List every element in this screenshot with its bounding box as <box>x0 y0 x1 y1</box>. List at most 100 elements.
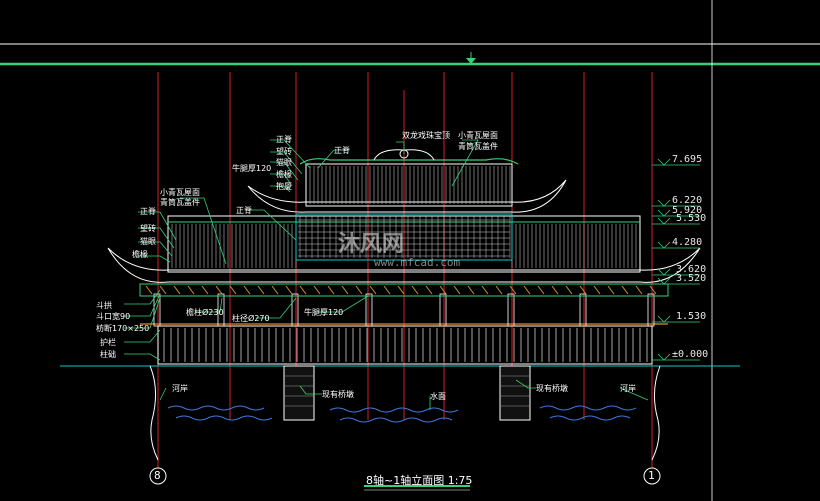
annotation-label: 护栏 <box>100 338 116 347</box>
drawing-stroke <box>187 285 195 295</box>
drawing-stroke <box>607 285 615 295</box>
drawing-stroke <box>663 209 671 217</box>
drawing-stroke <box>579 285 587 295</box>
annotation-label: 猫眼 <box>276 158 292 167</box>
drawing-stroke <box>201 285 209 295</box>
annotation-label: 青筒瓦盖件 <box>458 142 498 151</box>
annotation-label: 小青瓦屋面 <box>160 188 200 197</box>
elevation-marks <box>652 158 700 361</box>
elevation-label: 5.920 <box>672 205 703 216</box>
drawing-stroke <box>657 158 665 166</box>
annotation-label: 柱径Ø270 <box>232 314 270 323</box>
axis-label-right: 1 <box>648 469 655 482</box>
annotation-label: 现有桥墩 <box>536 384 568 393</box>
annotation-label: 河岸 <box>620 384 636 393</box>
drawing-stroke <box>509 285 517 295</box>
drawing-stroke <box>229 285 237 295</box>
drawing-stroke <box>411 285 419 295</box>
railing <box>140 323 668 365</box>
drawing-stroke <box>593 285 601 295</box>
elevation-label: 3.620 <box>676 264 707 275</box>
drawing-stroke <box>663 277 671 285</box>
annotation-label: 枋断170×250 <box>96 324 150 333</box>
drawing-stroke <box>657 268 665 276</box>
annotation-label: 现有桥墩 <box>322 390 354 399</box>
drawing-stroke <box>453 285 461 295</box>
drawing-stroke <box>663 217 671 225</box>
elevation-label: 6.220 <box>672 195 703 206</box>
drawing-stroke <box>537 285 545 295</box>
elevation-label: 4.280 <box>672 237 703 248</box>
drawing-stroke <box>657 241 665 249</box>
annotation-label: 河岸 <box>172 384 188 393</box>
annotation-label: 柱础 <box>100 350 116 359</box>
axis-markers <box>149 467 661 485</box>
drawing-stroke <box>159 285 167 295</box>
drawing-stroke <box>397 285 405 295</box>
drawing-stroke <box>663 241 671 249</box>
elevation-label: 1.530 <box>676 311 707 322</box>
elevation-label: 5.530 <box>676 213 707 224</box>
drawing-stroke <box>523 285 531 295</box>
lower-roof <box>107 215 701 283</box>
drawing-stroke <box>369 285 377 295</box>
annotation-label: 双龙戏珠宝顶 <box>402 131 450 140</box>
annotation-label: 斗口宽90 <box>96 312 131 321</box>
drawing-stroke <box>327 285 335 295</box>
drawing-stroke <box>271 285 279 295</box>
bridge-piers <box>283 365 531 421</box>
drawing-stroke <box>621 285 629 295</box>
drawing-stroke <box>657 217 665 225</box>
drawing-stroke <box>663 199 671 207</box>
drawing-stroke <box>495 285 503 295</box>
drawing-stroke <box>467 285 475 295</box>
middle-eave <box>247 179 567 261</box>
drawing-title: 8轴~1轴立面图 1:75 <box>366 474 473 487</box>
drawing-stroke <box>299 285 307 295</box>
drawing-stroke <box>657 353 665 361</box>
water-waves <box>167 405 637 423</box>
elevation-label: 7.695 <box>672 154 703 165</box>
drawing-stroke <box>355 285 363 295</box>
annotation-label: 望砖 <box>276 147 292 156</box>
annotation-label: 牛腿厚120 <box>304 308 344 317</box>
drawing-stroke <box>215 285 223 295</box>
drawing-stroke <box>285 285 293 295</box>
annotation-label: 檐柱Ø230 <box>186 308 224 317</box>
drawing-stroke <box>341 285 349 295</box>
drawing-stroke <box>657 315 665 323</box>
drawing-stroke <box>663 315 671 323</box>
annotation-label: 望砖 <box>140 224 156 233</box>
annotation-label: 猫眼 <box>140 237 156 246</box>
drawing-stroke <box>439 285 447 295</box>
drawing-stroke <box>145 285 153 295</box>
drawing-stroke <box>481 285 489 295</box>
drawing-stroke <box>551 285 559 295</box>
annotation-label: 水面 <box>430 392 446 401</box>
drawing-stroke <box>635 285 643 295</box>
watermark-url: www.mfcad.com <box>374 256 461 269</box>
drawing-stroke <box>657 209 665 217</box>
annotation-label: 小青瓦屋面 <box>458 131 498 140</box>
elevation-label: ±0.000 <box>672 349 709 360</box>
drawing-stroke <box>565 285 573 295</box>
annotation-label: 抱厦 <box>276 182 292 191</box>
drawing-stroke <box>663 268 671 276</box>
drawing-stroke <box>663 158 671 166</box>
axis-label-left: 8 <box>154 469 161 482</box>
watermark-brand: 沐风网 <box>338 232 405 257</box>
annotation-label: 正脊 <box>276 135 292 144</box>
drawing-stroke <box>663 353 671 361</box>
annotation-label: 正脊 <box>140 207 156 216</box>
annotation-label: 檐椽 <box>276 170 292 179</box>
annotation-label: 檐椽 <box>132 250 148 259</box>
drawing-stroke <box>425 285 433 295</box>
leader-lines <box>124 139 649 410</box>
drawing-stroke <box>257 285 265 295</box>
upper-roof <box>299 149 519 207</box>
annotation-label: 青筒瓦盖件 <box>160 198 200 207</box>
elevation-label: 3.520 <box>676 273 707 284</box>
